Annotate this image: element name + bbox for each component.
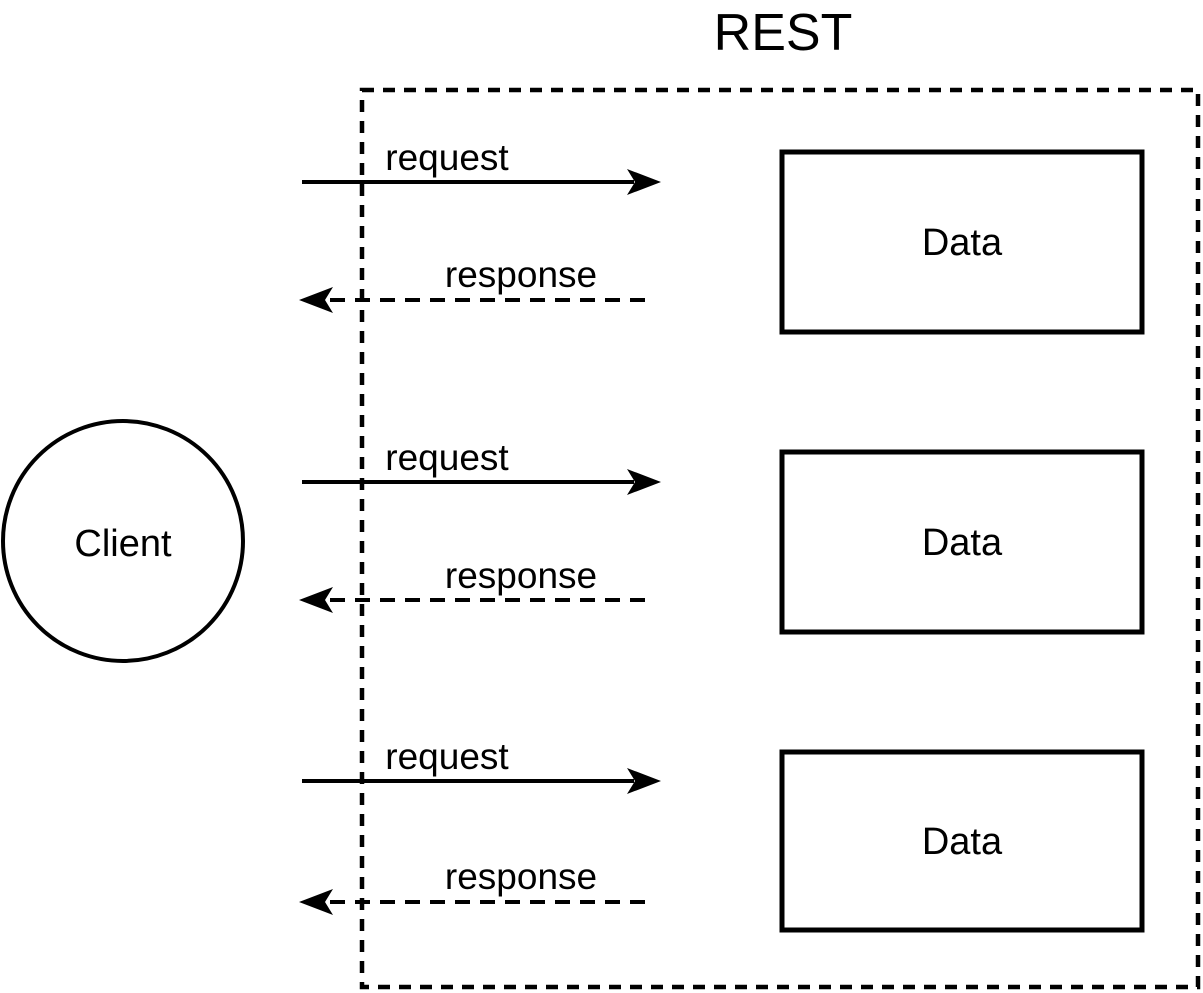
request-arrowhead bbox=[627, 469, 661, 495]
connection-row: request response Data bbox=[299, 736, 1145, 933]
diagram-title: REST bbox=[714, 4, 853, 62]
rest-boundary bbox=[359, 87, 1201, 990]
response-label: response bbox=[445, 555, 597, 596]
client-node bbox=[1, 419, 245, 663]
data-node bbox=[779, 149, 1145, 335]
request-label: request bbox=[385, 137, 509, 178]
data-label: Data bbox=[922, 821, 1003, 863]
response-label: response bbox=[445, 856, 597, 897]
request-label: request bbox=[385, 736, 509, 777]
data-label: Data bbox=[922, 522, 1003, 564]
request-label: request bbox=[385, 437, 509, 478]
data-node bbox=[779, 449, 1145, 635]
client-label: Client bbox=[74, 523, 172, 565]
data-label: Data bbox=[922, 222, 1003, 264]
request-arrowhead bbox=[627, 169, 661, 195]
connection-row: request response Data bbox=[299, 137, 1145, 335]
request-arrowhead bbox=[627, 768, 661, 794]
response-label: response bbox=[445, 254, 597, 295]
response-arrowhead bbox=[299, 287, 333, 313]
response-arrowhead bbox=[299, 587, 333, 613]
connection-row: request response Data bbox=[299, 437, 1145, 635]
response-arrowhead bbox=[299, 889, 333, 915]
data-node bbox=[779, 749, 1145, 933]
